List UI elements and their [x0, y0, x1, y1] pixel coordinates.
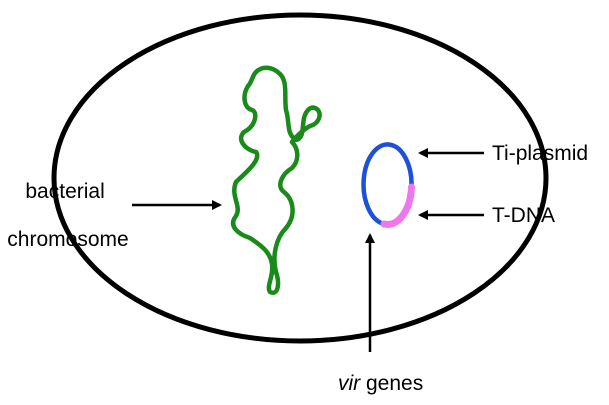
bacterial-label-line1: bacterial — [25, 180, 104, 203]
ti-plasmid-label: Ti-plasmid — [492, 142, 588, 165]
bacterial-chromosome-label: bacterial chromosome — [7, 180, 128, 251]
genes-text: genes — [360, 372, 423, 395]
bacterial-chromosome — [233, 68, 319, 293]
vir-italic-text: vir — [338, 372, 361, 395]
t-dna-segment — [384, 187, 412, 224]
bacterial-cell-outline — [54, 15, 546, 341]
bacterial-label-line2: chromosome — [7, 228, 128, 251]
vir-genes-label: vir genes — [338, 372, 423, 395]
t-dna-label: T-DNA — [492, 204, 555, 227]
